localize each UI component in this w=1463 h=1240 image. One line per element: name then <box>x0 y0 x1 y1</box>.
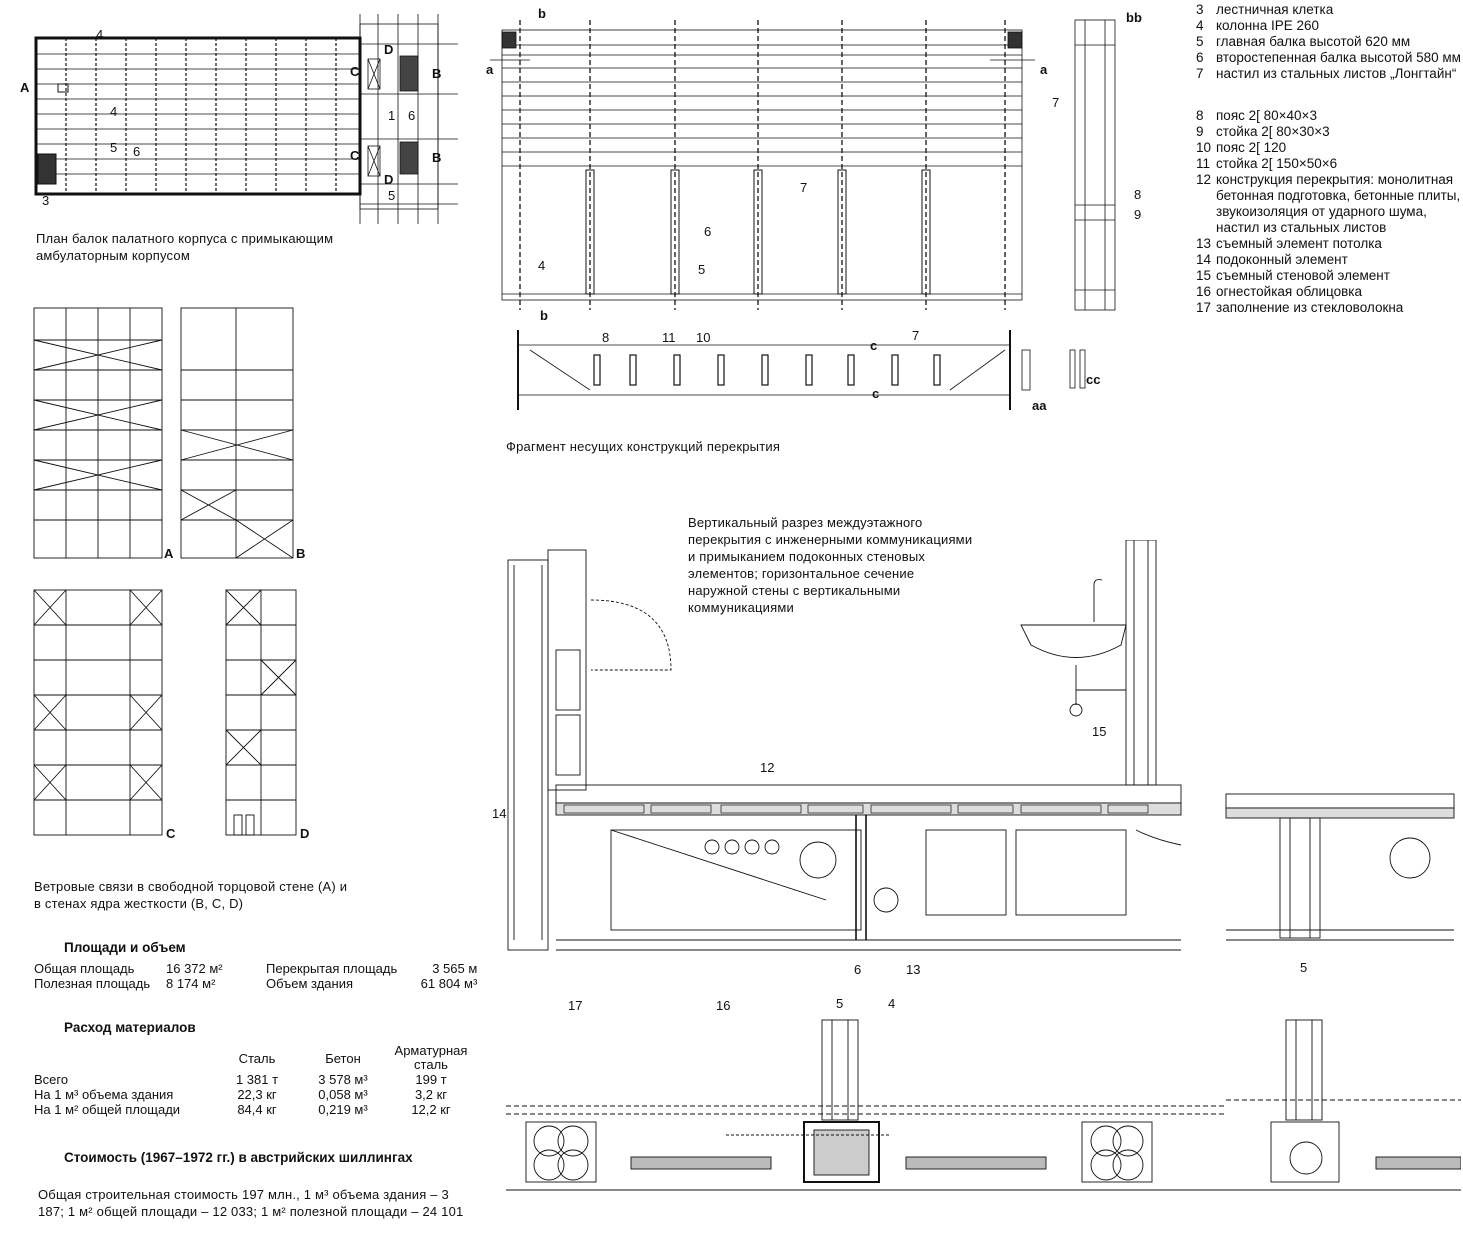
plan-label: D <box>384 172 394 187</box>
fragment-label: 7 <box>800 180 808 195</box>
table-row: Сталь Бетон Арматурная сталь <box>238 1043 468 1072</box>
fragment-label: a <box>486 62 494 77</box>
areas-table: Общая площадь 16 372 м² Перекрытая площа… <box>34 961 477 991</box>
bottom-label: 4 <box>888 996 896 1011</box>
section-label: 12 <box>760 760 775 775</box>
plan-label: 5 <box>110 140 118 155</box>
plan-label: 6 <box>133 144 141 159</box>
vertical-section-caption: Вертикальный разрез междуэтажного перекр… <box>688 515 973 615</box>
table-row: Полезная площадь 8 174 м² Объем здания 6… <box>34 976 478 991</box>
wind-label: A <box>164 546 174 561</box>
fragment-label: 4 <box>538 258 546 273</box>
materials-title: Расход материалов <box>64 1020 196 1035</box>
wind-caption: Ветровые связи в свободной торцовой стен… <box>34 879 348 911</box>
table-row: Общая площадь 16 372 м² Перекрытая площа… <box>34 961 478 976</box>
plan-label: B <box>432 150 442 165</box>
floor-section-drawing <box>507 540 1182 951</box>
plan-label: 6 <box>408 108 416 123</box>
bottom-label: 17 <box>568 998 583 1013</box>
fragment-label: b <box>540 308 548 323</box>
fragment-label: aa <box>1032 398 1047 413</box>
wall-horizontal-section-drawing <box>506 1019 1461 1191</box>
areas-title: Площади и объем <box>64 940 186 955</box>
fragment-caption: Фрагмент несущих конструкций перекрытия <box>506 439 781 454</box>
section-label: 5 <box>1300 960 1308 975</box>
fragment-label: 9 <box>1134 207 1142 222</box>
fragment-label: 7 <box>912 328 920 343</box>
fragment-label: 6 <box>704 224 712 239</box>
plan-label: 5 <box>388 188 396 203</box>
fragment-label: 8 <box>1134 187 1142 202</box>
materials-table: Сталь Бетон Арматурная сталь Всего 1 381… <box>34 1043 476 1118</box>
fragment-label: bb <box>1126 10 1142 25</box>
cost-title: Стоимость (1967–1972 гг.) в австрийских … <box>64 1150 413 1165</box>
table-row: Всего 1 381 т 3 578 м³ 199 т <box>34 1072 447 1087</box>
cost-text: Общая строительная стоимость 197 млн., 1… <box>38 1187 464 1219</box>
fragment-label: 10 <box>696 330 711 345</box>
fragment-label: cc <box>1086 372 1101 387</box>
section-label: 6 <box>854 962 862 977</box>
section-label: 14 <box>492 806 507 821</box>
plan-label: 1 <box>388 108 396 123</box>
fragment-label: 7 <box>1052 95 1060 110</box>
plan-caption: План балок палатного корпуса с примыкающ… <box>36 231 334 263</box>
plan-label: C <box>350 64 360 79</box>
plan-label: C <box>350 148 360 163</box>
fragment-label: a <box>1040 62 1048 77</box>
bottom-label: 16 <box>716 998 731 1013</box>
plan-label: D <box>384 42 394 57</box>
wind-label: D <box>300 826 310 841</box>
section-label: 13 <box>906 962 921 977</box>
fragment-label: 11 <box>662 330 676 345</box>
wind-bracing-drawing <box>33 307 297 836</box>
section-label: 15 <box>1092 724 1107 739</box>
wind-label: C <box>166 826 176 841</box>
fragment-label: b <box>538 6 546 21</box>
wind-label: B <box>296 546 306 561</box>
fragment-label: 5 <box>698 262 706 277</box>
plan-label: 3 <box>42 193 50 208</box>
fragment-label: c <box>872 386 880 401</box>
plan-label: 4 <box>110 104 118 119</box>
beam-plan-drawing <box>34 14 458 224</box>
riser-section-drawing <box>1225 793 1455 941</box>
fragment-label: 8 <box>602 330 610 345</box>
plan-label: A <box>20 80 30 95</box>
plan-label: B <box>432 66 442 81</box>
table-row: На 1 м³ объема здания 22,3 кг 0,058 м³ 3… <box>34 1087 448 1102</box>
bottom-label: 5 <box>836 996 844 1011</box>
floor-framing-fragment-drawing <box>490 19 1116 410</box>
table-row: На 1 м² общей площади 84,4 кг 0,219 м³ 1… <box>34 1102 451 1117</box>
plan-label: 4 <box>96 27 104 42</box>
fragment-label: c <box>870 338 878 353</box>
